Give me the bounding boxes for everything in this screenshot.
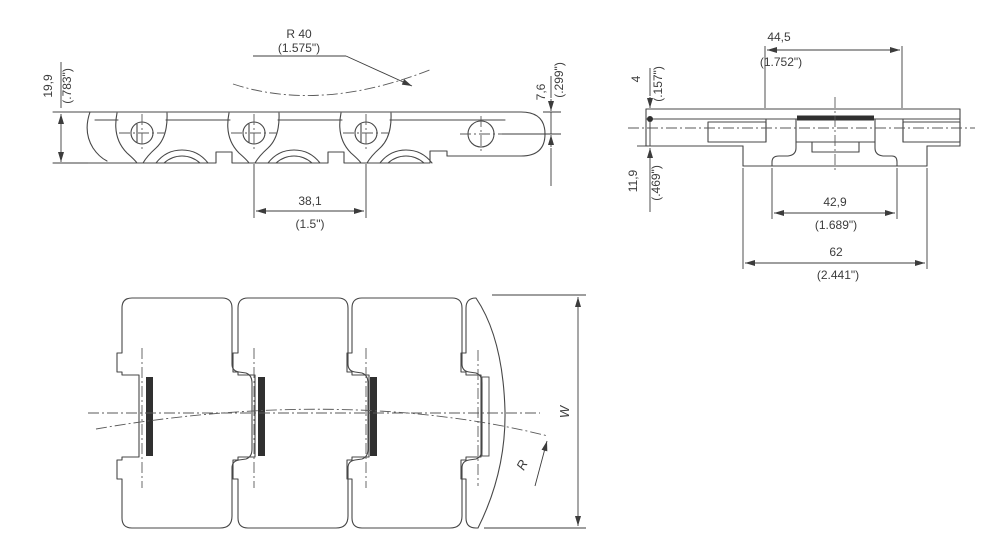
dim-depth: 11,9 (.469") [626, 122, 663, 212]
dim-plate-thickness-mm: 4 [629, 75, 643, 82]
dim-radius-in: (1.575") [278, 41, 320, 55]
hinge-slot-outline [481, 376, 490, 457]
dim-chain-width: W [484, 294, 586, 529]
dim-reference-dot [647, 116, 653, 122]
chain-plate-partial [460, 297, 506, 529]
dim-flex-radius-label: R [513, 457, 531, 472]
dim-pitch-in: (1.5") [296, 217, 325, 231]
pin-section-left [707, 121, 767, 143]
hinge-slot [370, 377, 377, 456]
dim-overall-width-in: (2.441") [817, 268, 859, 282]
dim-depth-mm: 11,9 [626, 169, 640, 192]
flex-radius-centerline [95, 408, 549, 437]
dim-inner-width-mm: 42,9 [823, 195, 847, 209]
dim-pin-offset-mm: 7,6 [534, 83, 548, 100]
dim-inner-width: 42,9 (1.689") [771, 168, 898, 232]
dim-plate-thickness-in: (.157") [651, 66, 665, 102]
pin-section-right [902, 121, 961, 143]
dim-overall-width: 62 (2.441") [742, 168, 928, 282]
dim-hinge-width-in: (1.752") [760, 55, 802, 69]
dim-pitch: 38,1 (1.5") [253, 164, 367, 231]
plan-view: W R [88, 294, 586, 529]
pin-through-eye [797, 115, 874, 121]
side-view: 19,9 (.783") R 40 (1.575") 7,6 (.299") [41, 27, 566, 231]
chain-left-end [86, 111, 108, 162]
dim-chain-width-label: W [557, 404, 572, 418]
dim-flex-radius: R [513, 440, 548, 487]
dim-side-height: 19,9 (.783") [41, 62, 88, 164]
dim-hinge-width: 44,5 (1.752") [760, 30, 903, 108]
section-view: 44,5 (1.752") 4 (.157") 11,9 (.469") 42 [626, 30, 975, 282]
dim-overall-width-mm: 62 [829, 245, 843, 259]
dim-side-height-in: (.783") [60, 68, 74, 104]
dim-depth-in: (.469") [649, 165, 663, 201]
dim-hinge-width-mm: 44,5 [767, 30, 791, 44]
dim-pin-offset: 7,6 (.299") [502, 62, 566, 186]
hinge-slot [146, 377, 153, 456]
dim-plate-thickness: 4 (.157") [629, 66, 665, 122]
dim-pin-offset-in: (.299") [552, 62, 566, 98]
dim-inner-width-in: (1.689") [815, 218, 857, 232]
dim-side-height-mm: 19,9 [41, 74, 55, 98]
center-eye [795, 115, 876, 153]
dim-radius-mm: R 40 [286, 27, 312, 41]
dim-backflex-radius: R 40 (1.575") [232, 27, 433, 96]
hinge-slot [258, 377, 265, 456]
dim-pitch-mm: 38,1 [298, 194, 322, 208]
skirt [742, 145, 928, 167]
